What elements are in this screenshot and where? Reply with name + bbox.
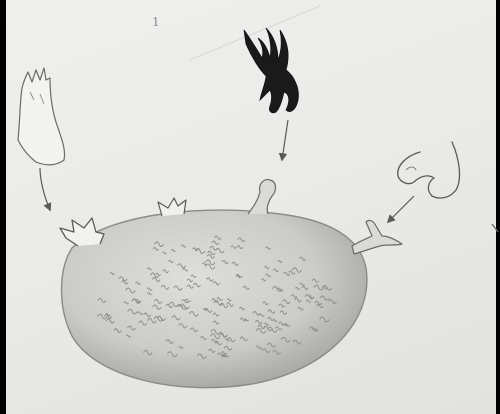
free-crown-shaped-protrusion-icon bbox=[18, 68, 65, 165]
forked-bud-icon bbox=[352, 220, 402, 254]
small-crown-bud-icon bbox=[158, 198, 186, 216]
arrow-right bbox=[388, 196, 414, 222]
free-hooked-protrusion-icon bbox=[398, 142, 460, 198]
arrow-left bbox=[40, 168, 50, 210]
edge-tick bbox=[492, 224, 498, 232]
free-dark-clawed-protrusion-icon bbox=[244, 28, 298, 113]
crown-bud-icon bbox=[60, 218, 104, 246]
arrow-top bbox=[282, 120, 288, 160]
round-knob-bud-icon bbox=[248, 180, 276, 214]
